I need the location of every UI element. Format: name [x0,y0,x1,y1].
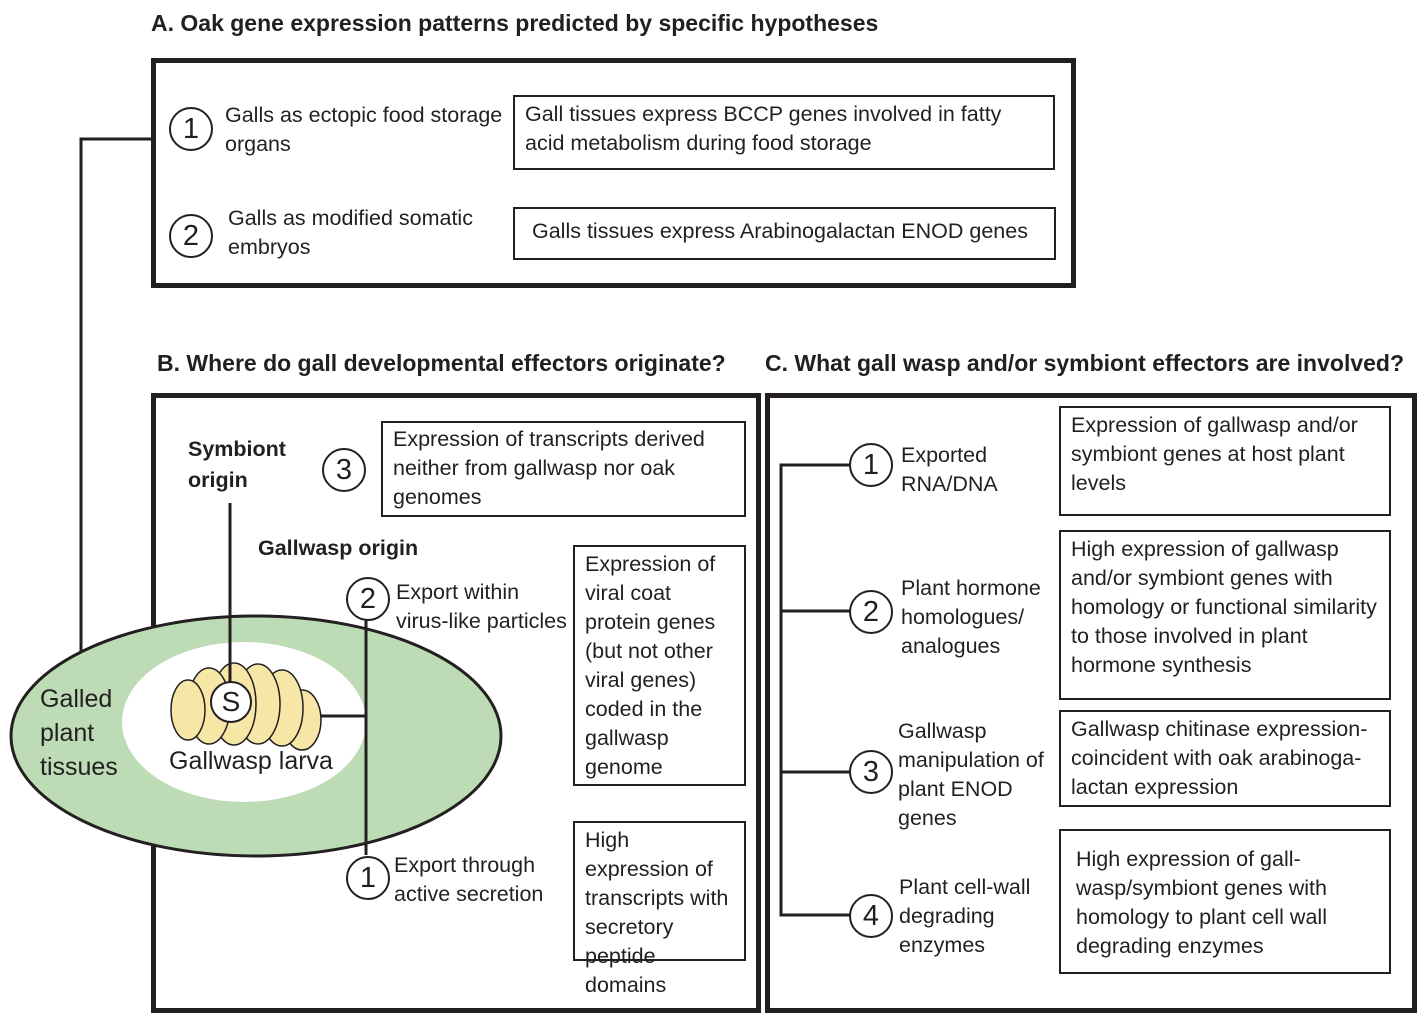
panel-b-prediction-2: Expression of viral coat protein genes (… [573,545,746,786]
symbiont-marker: S [210,681,252,723]
panel-c-number-1: 1 [849,443,893,487]
panel-c-bracket [779,463,852,917]
panel-a-prediction-2: Galls tissues express Arabinogalactan EN… [513,207,1056,260]
panel-c-number-3: 3 [849,750,893,794]
panel-c-label-1: Exported RNA/DNA [901,443,998,496]
gallwasp-larva-label: Gallwasp larva [169,747,333,775]
panel-c-label-4: Plant cell-wall degrading enzymes [899,875,1031,957]
panel-a-prediction-1: Gall tissues express BCCP genes involved… [513,95,1055,170]
panel-c-heading: C. What gall wasp and/or symbiont effect… [765,350,1405,376]
panel-a-heading: A. Oak gene expression patterns predicte… [151,10,879,36]
panel-a-hypothesis-2: Galls as modified somatic embryos [228,206,473,259]
panel-b-number-2: 2 [346,577,390,621]
panel-c-prediction-2: High expression of gallwasp and/or symbi… [1059,530,1391,700]
panel-b-number-1: 1 [346,856,390,900]
symbiont-origin-label: Symbiont origin [188,437,286,492]
panel-c-prediction-4: High expression of gall-wasp/symbiont ge… [1059,829,1391,974]
panel-c-label-3: Gallwasp manipulation of plant ENOD gene… [898,719,1044,830]
panel-c-label-2: Plant hormone homologues/ analogues [901,576,1041,658]
panel-a-hypothesis-1: Galls as ectopic food storage organs [225,103,503,156]
panel-b-heading: B. Where do gall developmental effectors… [157,350,726,376]
panel-c-number-4: 4 [849,894,893,938]
panel-c-prediction-1: Expression of gallwasp and/or symbiont g… [1059,406,1391,516]
panel-a-frame [151,58,1076,288]
panel-b-prediction-3: Expression of transcripts derived neithe… [381,421,746,517]
panel-b-prediction-1: High expression of transcripts with secr… [573,821,746,997]
panel-b-number-3: 3 [322,448,366,492]
panel-a-number-1: 1 [169,107,213,151]
panel-c-number-2: 2 [849,590,893,634]
gallwasp-origin-label: Gallwasp origin [258,536,419,560]
galled-tissues-label: Galled plant tissues [40,685,118,781]
panel-b-label-2: Export within virus-like particles [396,580,567,633]
panel-a-number-2: 2 [169,214,213,258]
panel-c-prediction-3: Gallwasp chitinase expression-coincident… [1059,710,1391,807]
panel-b-label-1: Export through active secretion [394,853,544,906]
panel-a-to-tissue-connector [79,137,154,688]
